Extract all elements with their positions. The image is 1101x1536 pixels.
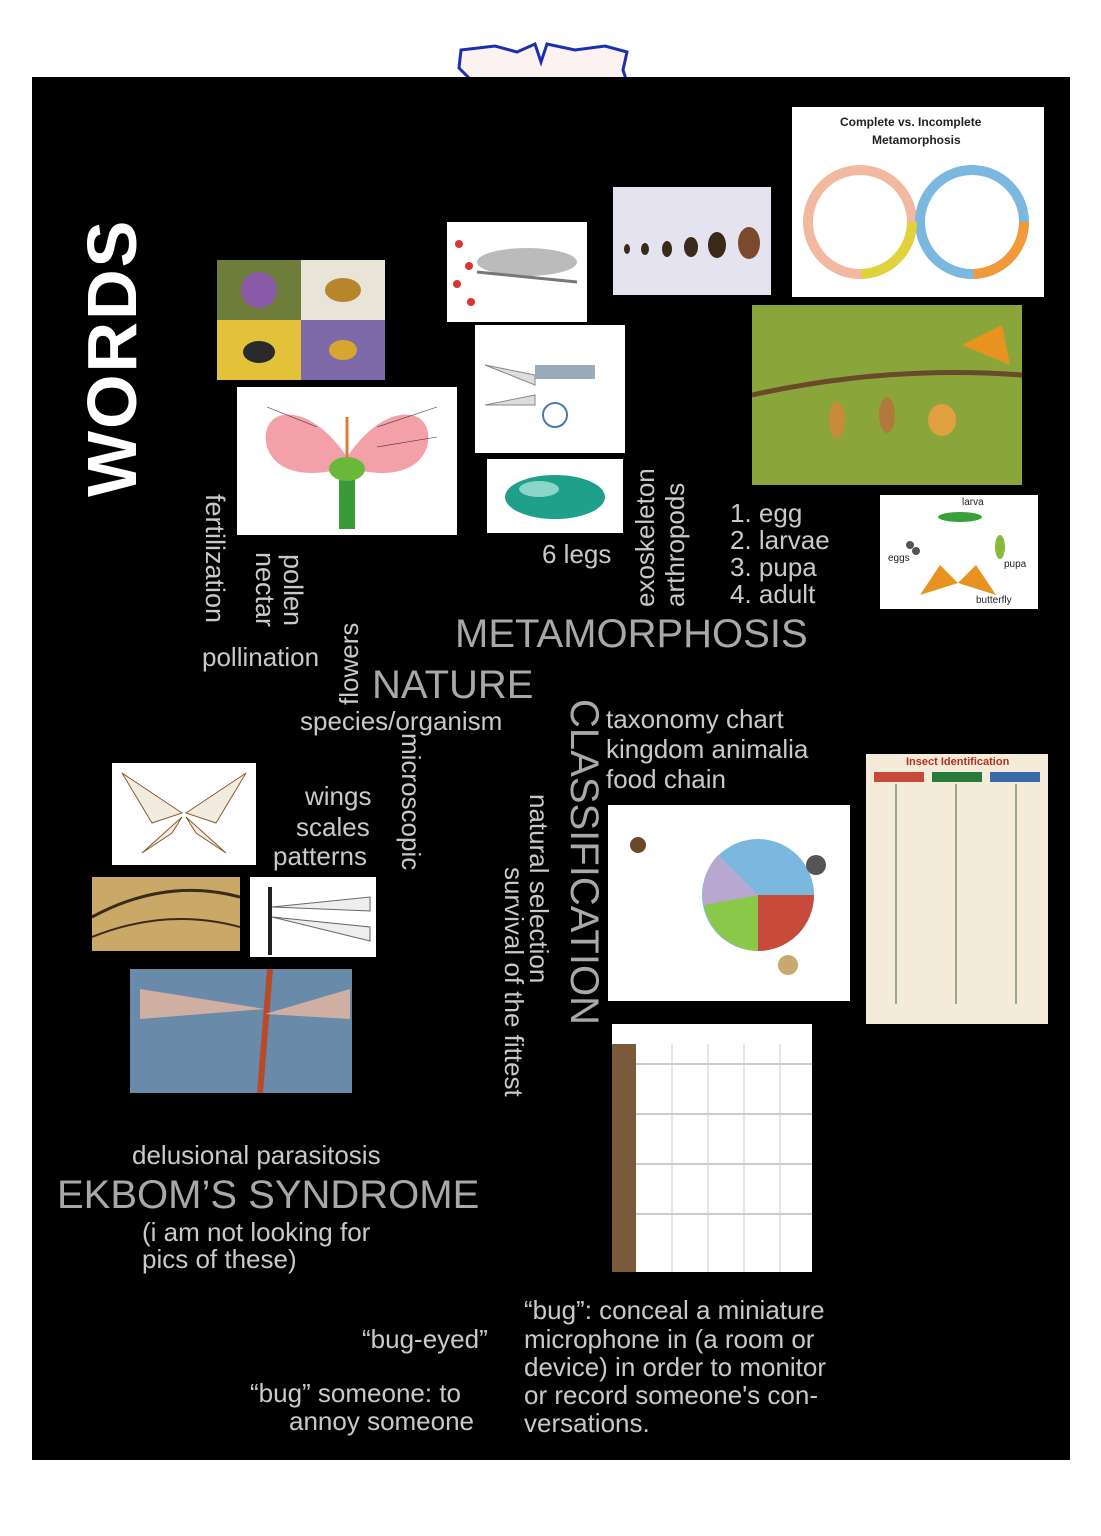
note-line-2: pics of these) [142, 1244, 297, 1274]
nymph-series-image [613, 187, 771, 295]
word-pollination: pollination [202, 642, 320, 672]
butterfly-emerging-image [752, 305, 1022, 485]
metamorphosis-chart-image: Complete vs. Incomplete Metamorphosis [792, 107, 1044, 297]
insect-anatomy-image [447, 222, 587, 322]
bug-definition-2: microphone in (a room or [524, 1324, 815, 1354]
word-stage-larvae: 2. larvae [730, 525, 830, 555]
insect-guide-table-image [612, 1024, 812, 1272]
word-flowers: flowers [334, 622, 364, 705]
flower-diagram-image [237, 387, 457, 535]
word-survival: survival of the fittest [499, 867, 529, 1097]
bug-definition-5: versations. [524, 1408, 650, 1438]
wing-anatomy-image [475, 325, 625, 453]
word-microscopic: microscopic [396, 733, 426, 871]
word-natural-selection: natural selection [524, 794, 554, 984]
bug-definition-1: “bug”: conceal a miniature [524, 1295, 825, 1325]
bee-collage-image [217, 260, 385, 380]
collage-board: WORDS [32, 77, 1070, 1460]
word-fertilization: fertilization [200, 494, 230, 624]
word-arthropods: arthropods [660, 482, 690, 607]
word-patterns: patterns [273, 841, 367, 871]
dragonfly-diagram-image [250, 877, 376, 957]
word-stage-egg: 1. egg [730, 498, 803, 528]
beetle-image [487, 459, 623, 533]
word-nature: NATURE [372, 663, 534, 707]
word-ekbom: EKBOM’S SYNDROME [57, 1173, 480, 1217]
word-kingdom: kingdom animalia [606, 734, 809, 764]
bug-definition-4: or record someone's con- [524, 1380, 818, 1410]
word-taxonomy: taxonomy chart [606, 704, 784, 734]
word-bug-eyed: “bug-eyed” [362, 1324, 488, 1354]
note-line-1: (i am not looking for [142, 1217, 371, 1247]
word-stage-pupa: 3. pupa [730, 552, 817, 582]
word-food-chain: food chain [606, 764, 726, 794]
word-bug-someone-1: “bug” someone: to [250, 1378, 462, 1408]
wing-closeup-image [92, 877, 240, 951]
red-dragonfly-image [130, 969, 352, 1093]
word-exoskeleton: exoskeleton [630, 468, 660, 607]
word-species: species/organism [300, 706, 503, 736]
butterfly-lifecycle-image: larva eggs pupa butterfly [880, 495, 1038, 609]
word-classification: CLASSIFICATION [562, 699, 606, 1025]
word-delusional: delusional parasitosis [132, 1140, 381, 1170]
word-pollen: pollen [278, 554, 308, 627]
cicada-wings-image [112, 763, 256, 865]
word-stage-adult: 4. adult [730, 579, 816, 609]
word-bug-someone-2: annoy someone [289, 1406, 475, 1436]
word-wings: wings [305, 781, 372, 811]
word-six-legs: 6 legs [542, 539, 612, 569]
title-words: WORDS [73, 218, 151, 497]
bug-definition-3: device) in order to monitor [524, 1352, 827, 1382]
word-metamorphosis: METAMORPHOSIS [455, 612, 808, 656]
insect-identification-poster: Insect Identification [866, 754, 1048, 1024]
insect-pie-chart-image [608, 805, 850, 1001]
word-scales: scales [296, 812, 370, 842]
word-nectar: nectar [250, 552, 280, 628]
